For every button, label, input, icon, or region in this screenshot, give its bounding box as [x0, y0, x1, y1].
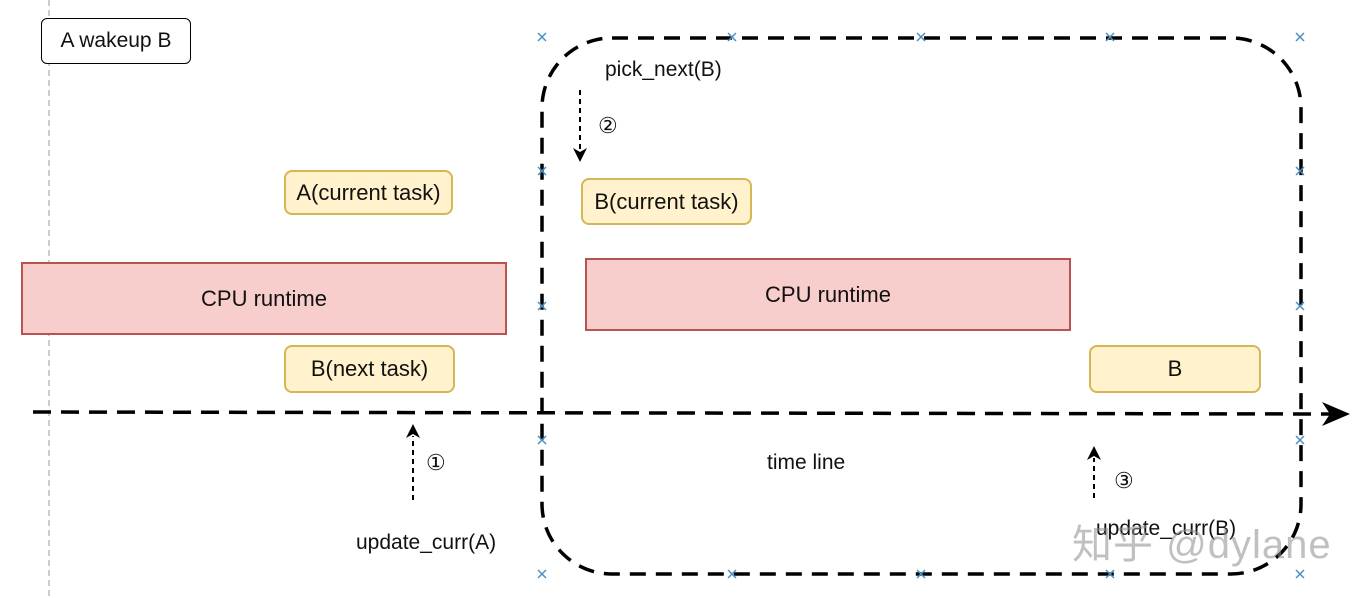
connection-point-marker [1295, 569, 1305, 579]
step2-arrowhead [573, 148, 587, 162]
cpu-runtime-b-label: CPU runtime [765, 281, 891, 307]
task-b-label: B [1167, 356, 1183, 381]
cpu-runtime-a-label: CPU runtime [201, 285, 327, 311]
timeline-label: time line [767, 451, 846, 474]
step3-arrowhead [1087, 446, 1101, 460]
step1-number: ① [426, 450, 446, 475]
connection-point-marker [1295, 301, 1305, 311]
step3-number: ③ [1114, 468, 1134, 493]
connection-point-marker [537, 166, 547, 176]
current-task-b-label: B(current task) [594, 188, 739, 214]
current-task-b-box: B(current task) [581, 178, 752, 225]
connection-point-marker [537, 301, 547, 311]
step1-arrowhead [406, 424, 420, 438]
task-b-box: B [1089, 345, 1261, 393]
connection-point-marker [727, 32, 737, 42]
current-task-a-label: A(current task) [296, 179, 441, 205]
timeline-line [32, 410, 1331, 416]
cpu-runtime-b-box: CPU runtime [585, 258, 1071, 331]
step2-label: pick_next(B) [605, 58, 722, 81]
next-task-b-label: B(next task) [310, 356, 429, 381]
step1-label: update_curr(A) [356, 531, 497, 554]
connection-point-marker [1105, 32, 1115, 42]
step3-label: update_curr(B) [1096, 517, 1237, 540]
connection-point-marker [1295, 166, 1305, 176]
timeline-arrowhead [1322, 402, 1350, 426]
connection-point-marker [537, 569, 547, 579]
watermark: 知乎 @dylane [1072, 523, 1332, 567]
connection-point-marker [1295, 435, 1305, 445]
connection-point-marker [916, 32, 926, 42]
title-box: A wakeup B [41, 18, 191, 64]
step2-number: ② [598, 113, 618, 138]
connection-point-marker [1295, 32, 1305, 42]
current-task-a-box: A(current task) [284, 170, 453, 215]
connection-point-marker [727, 569, 737, 579]
connection-point-marker [916, 569, 926, 579]
cpu-runtime-a-box: CPU runtime [21, 262, 507, 335]
connection-point-marker [537, 32, 547, 42]
title-text: A wakeup B [60, 29, 172, 52]
connection-point-marker [537, 435, 547, 445]
next-task-b-box: B(next task) [284, 345, 455, 393]
connection-point-marker [1105, 569, 1115, 579]
